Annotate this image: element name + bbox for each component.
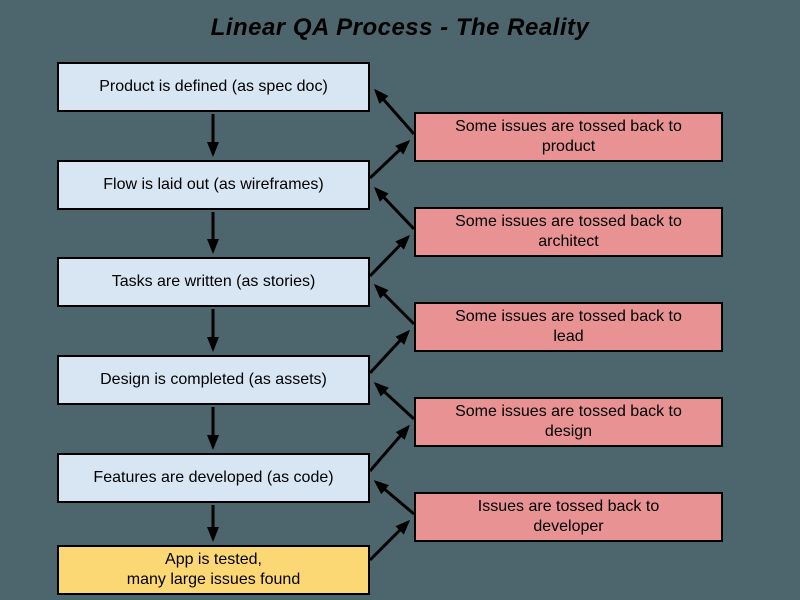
stage-box-wireframes: Flow is laid out (as wireframes) (57, 160, 370, 210)
stage-label: Product is defined (as spec doc) (99, 78, 328, 95)
test-box: App is tested, many large issues found (57, 545, 370, 595)
issue-box-lead: Some issues are tossed back to lead (414, 302, 723, 352)
issue-label: Some issues are tossed back to design (455, 403, 682, 440)
issue-box-developer: Issues are tossed back to developer (414, 492, 723, 542)
stage-box-code: Features are developed (as code) (57, 453, 370, 503)
diagram-title: Linear QA Process - The Reality (210, 14, 590, 41)
forward-arrow-to-issue-product (368, 139, 411, 180)
tossback-arrow-developer (373, 480, 415, 516)
issue-box-design: Some issues are tossed back to design (414, 397, 723, 447)
stage-box-product: Product is defined (as spec doc) (57, 62, 370, 112)
tossback-arrow-product (374, 88, 416, 135)
stage-box-stories: Tasks are written (as stories) (57, 257, 370, 307)
forward-arrow-to-issue-architect (368, 234, 411, 278)
issue-box-product: Some issues are tossed back to product (414, 112, 723, 162)
tossback-arrow-lead (373, 283, 416, 326)
stage-label: Design is completed (as assets) (100, 371, 327, 388)
forward-arrow-to-issue-design (368, 424, 410, 472)
forward-arrow-to-issue-developer (368, 519, 411, 562)
issue-label: Some issues are tossed back to architect (455, 213, 682, 250)
test-label: App is tested, many large issues found (126, 551, 301, 588)
tossback-arrow-architect (373, 186, 416, 231)
issue-label: Some issues are tossed back to product (455, 118, 682, 155)
stage-label: Flow is laid out (as wireframes) (103, 176, 324, 193)
issue-label: Issues are tossed back to developer (477, 498, 660, 535)
stage-box-design: Design is completed (as assets) (57, 355, 370, 405)
stage-label: Features are developed (as code) (93, 469, 334, 486)
issue-label: Some issues are tossed back to lead (455, 308, 682, 345)
forward-arrow-to-issue-lead (368, 329, 411, 375)
tossback-arrow-design (373, 381, 416, 421)
issue-box-architect: Some issues are tossed back to architect (414, 207, 723, 257)
stage-label: Tasks are written (as stories) (111, 273, 316, 290)
